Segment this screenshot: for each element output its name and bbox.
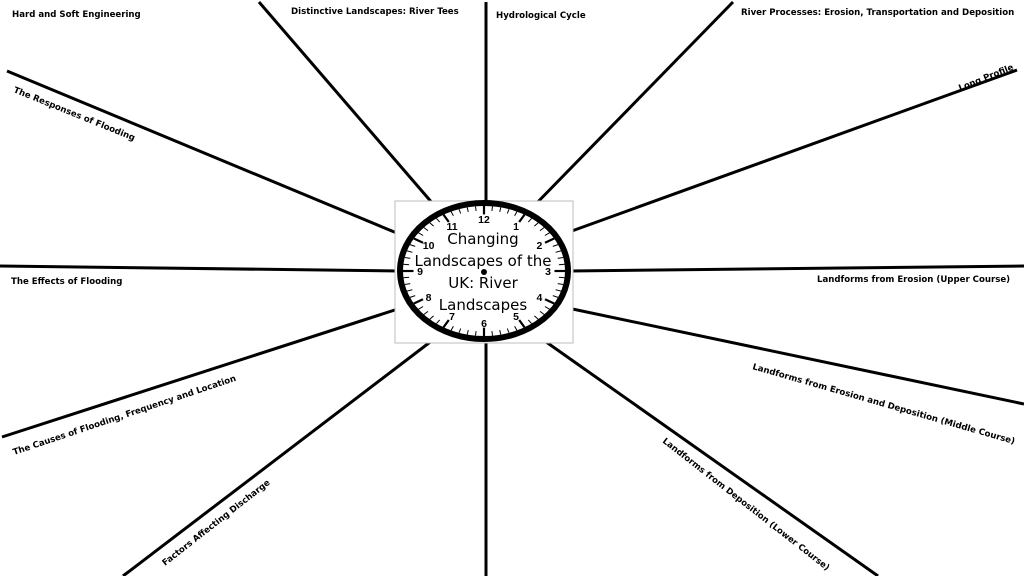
minute-tick: [557, 283, 564, 285]
minute-tick: [527, 218, 532, 223]
center-title-line-2: Landscapes of the: [414, 252, 551, 270]
spoke-responses-of-flooding: [6, 69, 405, 238]
topic-hydrological-cycle: Hydrological Cycle: [496, 11, 586, 21]
hour-tick: [544, 298, 555, 305]
spoke-long-profile: [557, 68, 1018, 238]
minute-tick: [539, 227, 545, 232]
minute-tick: [499, 329, 502, 335]
center-title-line-3: UK: River: [448, 274, 518, 292]
clock-number-4: 4: [536, 292, 542, 304]
minute-tick: [544, 232, 550, 236]
clock-number-9: 9: [417, 266, 423, 278]
minute-tick: [506, 328, 510, 333]
minute-tick: [475, 206, 477, 211]
minute-tick: [404, 283, 411, 285]
minute-tick: [450, 325, 454, 331]
center-title-line-1: Changing: [447, 230, 518, 248]
clock-number-3: 3: [545, 266, 551, 278]
minute-tick: [450, 211, 454, 217]
clock-number-12: 12: [478, 214, 490, 226]
topic-responses-of-flooding: The Responses of Flooding: [12, 86, 136, 144]
hour-tick: [544, 237, 555, 244]
minute-tick: [418, 232, 424, 236]
minute-tick: [406, 250, 413, 253]
minute-tick: [475, 331, 477, 336]
topic-landforms-lower-course: Landforms from Deposition (Lower Course): [660, 436, 831, 573]
minute-tick: [506, 209, 510, 214]
topic-distinctive-landscapes: Distinctive Landscapes: River Tees: [291, 7, 459, 17]
minute-tick: [418, 306, 424, 310]
minute-tick: [491, 206, 493, 211]
spoke-effects-of-flooding: [0, 264, 401, 273]
clock-number-2: 2: [536, 240, 542, 252]
minute-tick: [552, 295, 559, 298]
minute-tick: [552, 244, 559, 247]
topic-effects-of-flooding: The Effects of Flooding: [11, 277, 122, 287]
minute-tick: [409, 295, 416, 298]
center-title: Changing Landscapes of the UK: River Lan…: [414, 230, 551, 314]
minute-tick: [429, 222, 434, 227]
hour-tick: [442, 214, 450, 223]
minute-tick: [534, 315, 539, 320]
minute-tick: [458, 328, 462, 333]
minute-tick: [491, 331, 493, 336]
topic-long-profile: Long Profile: [957, 63, 1015, 94]
clock-ticks: [403, 206, 565, 336]
spoke-river-processes: [526, 0, 735, 214]
spoke-landforms-middle-course: [562, 305, 1024, 406]
minute-tick: [423, 227, 429, 232]
minute-tick: [436, 319, 441, 324]
minute-tick: [466, 207, 469, 213]
topic-causes-of-flooding: The Causes of Flooding, Frequency and Lo…: [12, 374, 238, 458]
center-title-line-4: Landscapes: [439, 296, 528, 314]
minute-tick: [555, 250, 562, 253]
hour-tick: [413, 298, 424, 305]
hour-tick: [413, 237, 424, 244]
minute-tick: [558, 263, 565, 266]
clock-number-10: 10: [423, 240, 435, 252]
clock-number-11: 11: [446, 221, 457, 233]
topic-landforms-upper-course: Landforms from Erosion (Upper Course): [817, 275, 1010, 285]
minute-tick: [558, 276, 565, 279]
minute-tick: [436, 218, 441, 223]
hour-tick: [518, 214, 526, 223]
spoke-landforms-upper-course: [569, 264, 1024, 273]
clock-number-1: 1: [513, 221, 519, 233]
clock-number-6: 6: [481, 318, 487, 330]
clock-number-7: 7: [449, 311, 455, 323]
minute-tick: [514, 325, 518, 331]
hour-tick: [518, 319, 526, 328]
spoke-causes-of-flooding: [1, 305, 405, 439]
minute-tick: [555, 289, 562, 292]
topic-factors-affecting-discharge: Factors Affecting Discharge: [161, 478, 273, 568]
topic-hard-soft-engineering: Hard and Soft Engineering: [12, 10, 141, 20]
minute-tick: [406, 289, 413, 292]
minute-tick: [423, 310, 429, 315]
minute-tick: [403, 263, 410, 266]
clock-number-8: 8: [426, 292, 432, 304]
minute-tick: [534, 222, 539, 227]
minute-tick: [514, 211, 518, 217]
minute-tick: [557, 257, 564, 259]
hour-tick: [442, 319, 450, 328]
spoke-distinctive-landscapes: [257, 1, 442, 213]
spoke-factors-affecting-discharge: [122, 331, 443, 576]
minute-tick: [404, 257, 411, 259]
minute-tick: [403, 276, 410, 279]
minute-tick: [429, 315, 434, 320]
minute-tick: [499, 207, 502, 213]
minute-tick: [458, 209, 462, 214]
minute-tick: [539, 310, 545, 315]
minute-tick: [409, 244, 416, 247]
spoke-landforms-lower-course: [531, 330, 879, 576]
minute-tick: [544, 306, 550, 310]
minute-tick: [466, 329, 469, 335]
minute-tick: [527, 319, 532, 324]
topic-river-processes: River Processes: Erosion, Transportation…: [741, 8, 1014, 18]
clock-number-5: 5: [513, 311, 519, 323]
clock-center-dot: [481, 269, 487, 275]
